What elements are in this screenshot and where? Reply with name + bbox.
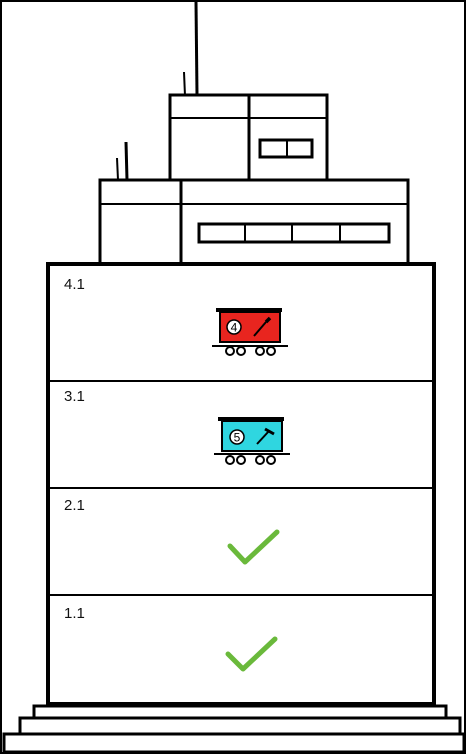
wagon-number: 4: [231, 321, 238, 335]
wagon-number: 5: [234, 431, 241, 445]
floor-label-4: 4.1: [64, 276, 85, 293]
roof-middle-block: [100, 180, 408, 264]
roof-top-block: [170, 95, 327, 181]
floor-label-1: 1.1: [64, 605, 85, 622]
floor-label-3: 3.1: [64, 388, 85, 405]
building-base: [4, 706, 464, 752]
floor-label-2: 2.1: [64, 497, 85, 514]
